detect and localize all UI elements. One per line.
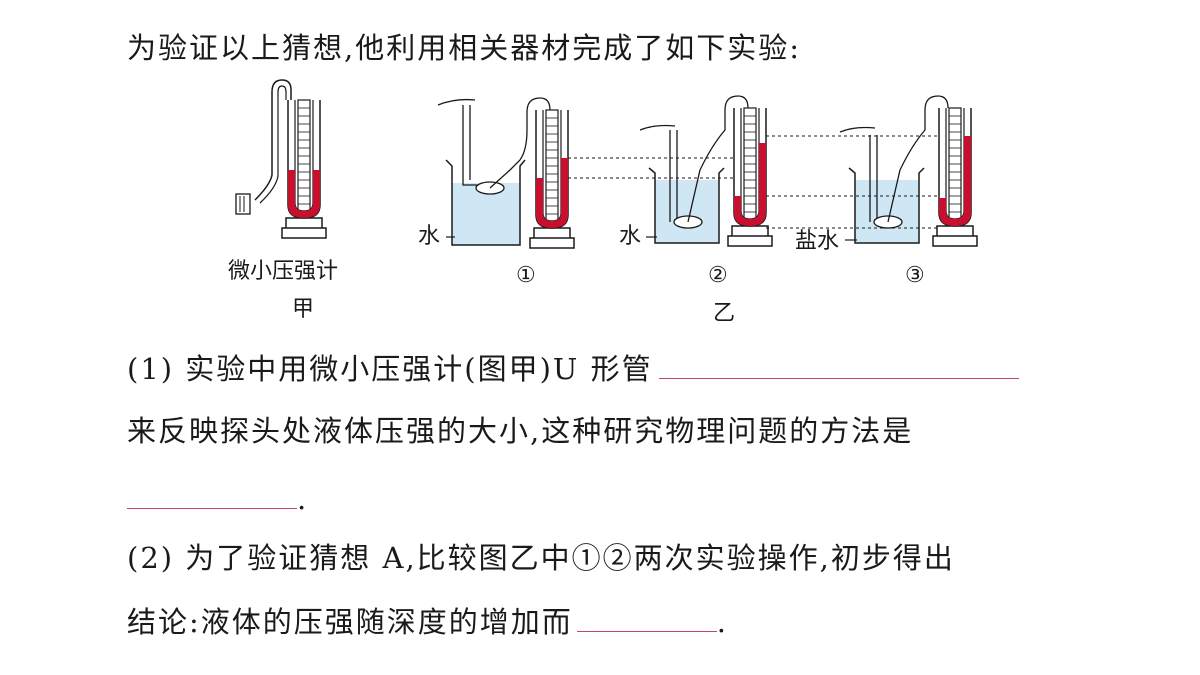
circle-label-2: ②	[708, 263, 728, 288]
gauge-3	[932, 107, 978, 247]
circle-label-1: ①	[516, 263, 536, 288]
experiment-figure: 微小压强计 甲 水 水 盐水 ① ② ③ 乙	[228, 79, 978, 326]
q2-end: .	[716, 605, 728, 639]
gauge-label-jia: 甲	[292, 297, 314, 322]
q1-answer-blank-1[interactable]	[658, 350, 1019, 379]
q2-answer-blank[interactable]	[576, 603, 717, 632]
q1-text-a: (1) 实验中用微小压强计(图甲)U 形管	[127, 352, 653, 386]
group-label-yi: 乙	[713, 301, 735, 326]
circle-label-3: ③	[905, 263, 925, 288]
hand-icon	[839, 126, 876, 133]
gauge-2	[727, 107, 773, 247]
water-label-2: 水	[619, 224, 641, 249]
beaker-2	[648, 167, 725, 244]
q1-line-a: (1) 实验中用微小压强计(图甲)U 形管	[127, 350, 1019, 387]
q2-text-a: (2) 为了验证猜想 A,比较图乙中①②两次实验操作,初步得出	[127, 541, 955, 575]
gauge-1	[529, 109, 575, 249]
hand-icon	[437, 98, 476, 106]
q1-answer-blank-2[interactable]	[127, 480, 297, 509]
gauge-caption: 微小压强计	[228, 259, 338, 284]
intro-text: 为验证以上猜想,他利用相关器材完成了如下实验:	[127, 31, 801, 65]
q2-line-b: 结论:液体的压强随深度的增加而.	[127, 603, 728, 640]
gauge-jia	[281, 99, 327, 239]
hand-icon	[639, 124, 676, 131]
brine-label: 盐水	[795, 229, 839, 254]
beaker-1	[445, 159, 526, 246]
probe-icon	[235, 193, 251, 215]
water-label-1: 水	[418, 224, 440, 249]
water-2	[655, 180, 719, 243]
q2-text-b: 结论:液体的压强随深度的增加而	[127, 605, 573, 639]
brine-3	[855, 180, 919, 243]
q1-text-b: 来反映探头处液体压强的大小,这种研究物理问题的方法是	[127, 414, 914, 448]
beaker-3	[848, 167, 925, 244]
q1-end: .	[297, 482, 309, 516]
q1-line-c: .	[127, 480, 308, 517]
